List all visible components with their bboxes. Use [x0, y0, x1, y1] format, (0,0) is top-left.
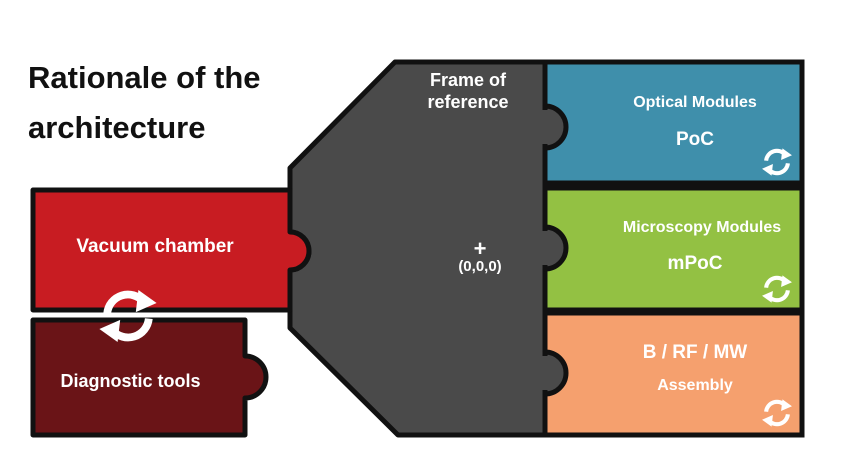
microscopy-modules-name: Microscopy Modules: [622, 219, 782, 236]
frame-knob-optical: [542, 103, 569, 151]
optical-modules-name: Optical Modules: [633, 94, 757, 111]
cycle-arrows-icon: [762, 275, 792, 303]
b-rf-mw-name: B / RF / MW: [642, 342, 748, 363]
microscopy-modules-sub: mPoC: [667, 253, 723, 274]
optical-modules-sub: PoC: [676, 129, 714, 150]
origin-label: (0,0,0): [458, 258, 502, 275]
cycle-arrows-icon: [762, 399, 792, 427]
optical-modules-piece: [542, 59, 805, 186]
vacuum-chamber-label: Vacuum chamber: [76, 236, 234, 257]
diagnostic-tools-label: Diagnostic tools: [60, 371, 201, 391]
b-rf-mw-assembly-piece: [542, 310, 805, 438]
cycle-arrows-icon: [99, 290, 157, 342]
frame-knob-microscopy: [542, 224, 569, 272]
frame-knob-assembly: [542, 349, 569, 397]
assembly-sub: Assembly: [657, 377, 733, 394]
diagram-title-line2: architecture: [28, 110, 206, 145]
origin-marker: +: [473, 236, 487, 261]
frame-label-line1: Frame of: [429, 70, 507, 90]
microscopy-modules-piece: [542, 185, 805, 313]
diagram-title-line1: Rationale of the: [28, 60, 261, 95]
vacuum-chamber-piece: [30, 187, 312, 313]
frame-of-reference-piece: [287, 59, 548, 438]
cycle-arrows-icon: [762, 148, 792, 176]
diagnostic-tools-piece: [30, 317, 269, 438]
frame-label-line2: reference: [427, 92, 509, 112]
